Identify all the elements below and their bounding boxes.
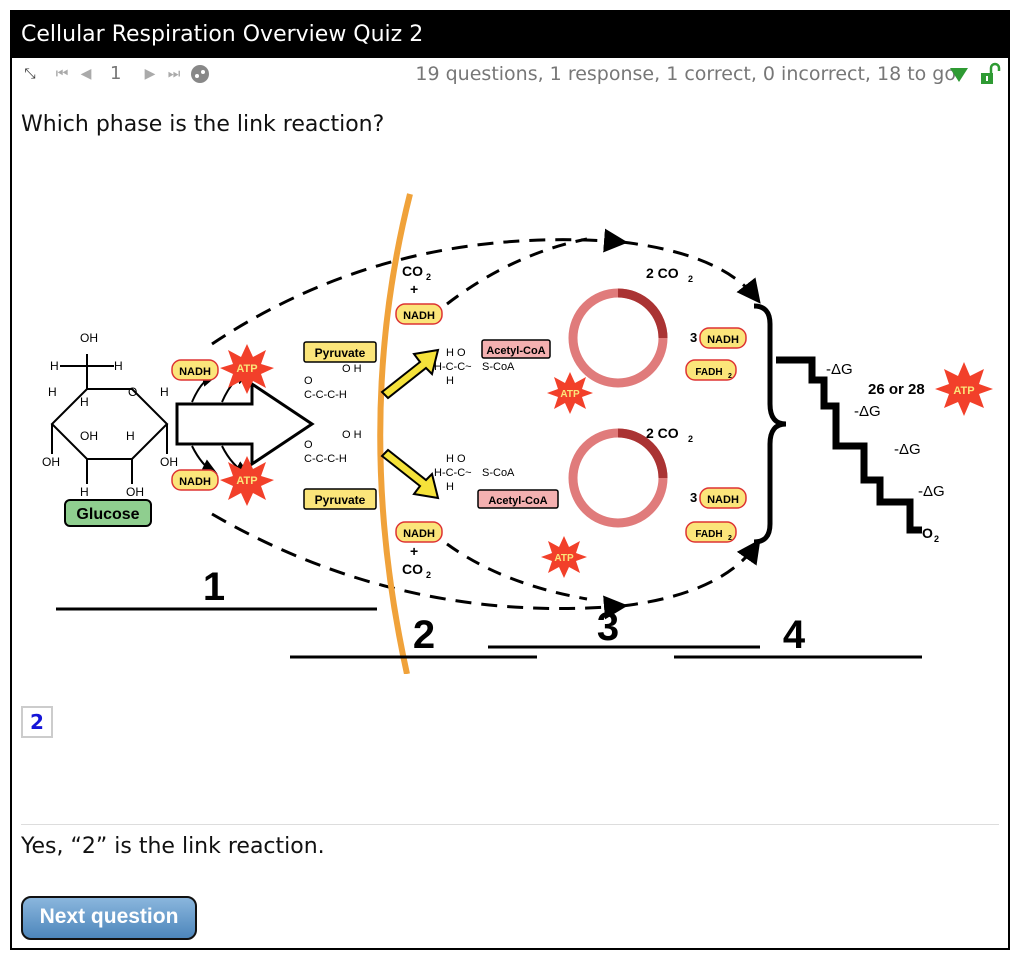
svg-text:3: 3 (690, 490, 697, 505)
svg-text:2: 2 (728, 535, 732, 542)
svg-text:ATP: ATP (236, 363, 257, 375)
svg-text:ATP: ATP (953, 385, 974, 397)
svg-text:H: H (80, 395, 89, 409)
glycolysis-arrow (175, 381, 315, 467)
feedback-text: Yes, “2” is the link reaction. (21, 834, 325, 859)
svg-text:NADH: NADH (403, 310, 435, 322)
svg-text:2: 2 (688, 434, 693, 444)
svg-text:Acetyl-CoA: Acetyl-CoA (488, 495, 547, 507)
last-question-icon[interactable]: ⏭ (167, 66, 181, 82)
svg-text:26 or 28: 26 or 28 (868, 381, 925, 398)
svg-text:C-C-C-H: C-C-C-H (304, 453, 347, 465)
svg-text:2 CO: 2 CO (646, 265, 679, 281)
svg-text:H: H (48, 385, 57, 399)
svg-text:O: O (922, 525, 933, 541)
svg-text:2: 2 (426, 272, 431, 282)
svg-text:O H: O H (342, 363, 362, 375)
svg-text:2: 2 (688, 274, 693, 284)
svg-text:Acetyl-CoA: Acetyl-CoA (486, 345, 545, 357)
svg-text:OH: OH (42, 455, 60, 469)
svg-text:+: + (410, 281, 418, 297)
svg-text:ATP: ATP (554, 553, 574, 564)
svg-text:OH: OH (80, 331, 98, 345)
electron-staircase (776, 356, 922, 534)
svg-text:OH: OH (126, 485, 144, 499)
svg-text:2: 2 (934, 534, 939, 544)
quiz-title: Cellular Respiration Overview Quiz 2 (12, 12, 1008, 58)
settings-icon[interactable] (190, 64, 210, 84)
svg-text:NADH: NADH (179, 366, 211, 378)
next-question-button[interactable]: Next question (21, 896, 197, 940)
svg-text:2: 2 (728, 373, 732, 380)
svg-text:H: H (80, 485, 89, 499)
svg-text:H O: H O (446, 347, 466, 359)
svg-text:S-CoA: S-CoA (482, 467, 515, 479)
question-text: Which phase is the link reaction? (21, 112, 385, 137)
svg-text:H: H (126, 429, 135, 443)
svg-text:FADH: FADH (695, 529, 722, 540)
svg-text:O: O (304, 439, 313, 451)
expand-icon[interactable]: ⤡ (24, 66, 36, 82)
svg-text:NADH: NADH (403, 528, 435, 540)
svg-text:ATP: ATP (236, 475, 257, 487)
status-dropdown-icon[interactable] (950, 68, 968, 82)
progress-status: 19 questions, 1 response, 1 correct, 0 i… (415, 63, 956, 85)
svg-text:3: 3 (690, 330, 697, 345)
next-question-icon[interactable]: ▶ (144, 66, 156, 82)
svg-text:NADH: NADH (179, 476, 211, 488)
quiz-toolbar: ⤡ ⏮ ◀ 1 ▶ ⏭ 19 questions, 1 response, 1 … (12, 60, 1008, 90)
svg-text:Pyruvate: Pyruvate (315, 493, 366, 507)
phase-3-label: 3 (597, 605, 619, 649)
svg-text:H: H (446, 481, 454, 493)
svg-text:H: H (114, 359, 123, 373)
svg-text:-ΔG: -ΔG (918, 483, 945, 500)
svg-text:-ΔG: -ΔG (854, 403, 881, 420)
svg-text:OH: OH (160, 455, 178, 469)
phase-2-label: 2 (413, 613, 435, 657)
svg-text:H O: H O (446, 453, 466, 465)
question-number: 1 (110, 63, 122, 84)
svg-text:ATP: ATP (560, 389, 580, 400)
divider (21, 824, 999, 825)
svg-text:NADH: NADH (707, 334, 739, 346)
svg-text:H: H (446, 375, 454, 387)
svg-text:CO: CO (402, 263, 423, 279)
svg-text:O: O (304, 375, 313, 387)
svg-text:C-C-C-H: C-C-C-H (304, 389, 347, 401)
previous-question-icon[interactable]: ◀ (80, 66, 92, 82)
svg-text:H-C-C~: H-C-C~ (434, 467, 472, 479)
svg-text:-ΔG: -ΔG (894, 441, 921, 458)
svg-text:O: O (128, 385, 137, 399)
glucose-label: Glucose (76, 506, 139, 523)
svg-text:Pyruvate: Pyruvate (315, 346, 366, 360)
first-question-icon[interactable]: ⏮ (55, 66, 69, 82)
answer-input[interactable]: 2 (21, 706, 53, 738)
svg-text:O H: O H (342, 429, 362, 441)
svg-text:OH: OH (80, 429, 98, 443)
svg-text:NADH: NADH (707, 494, 739, 506)
svg-text:CO: CO (402, 561, 423, 577)
unlocked-icon[interactable] (978, 62, 1002, 86)
membrane (377, 193, 413, 675)
svg-text:+: + (410, 543, 418, 559)
svg-text:2: 2 (426, 570, 431, 580)
quiz-window: Cellular Respiration Overview Quiz 2 ⤡ ⏮… (10, 10, 1010, 950)
svg-text:H-C-C~: H-C-C~ (434, 361, 472, 373)
svg-text:-ΔG: -ΔG (826, 361, 853, 378)
phase-4-label: 4 (783, 613, 806, 657)
svg-text:2 CO: 2 CO (646, 425, 679, 441)
svg-text:FADH: FADH (695, 367, 722, 378)
svg-text:S-CoA: S-CoA (482, 361, 515, 373)
glucose-molecule (50, 354, 169, 484)
phase-1-label: 1 (203, 565, 225, 609)
brace (753, 303, 787, 545)
svg-text:H: H (160, 385, 169, 399)
svg-text:H: H (50, 359, 59, 373)
